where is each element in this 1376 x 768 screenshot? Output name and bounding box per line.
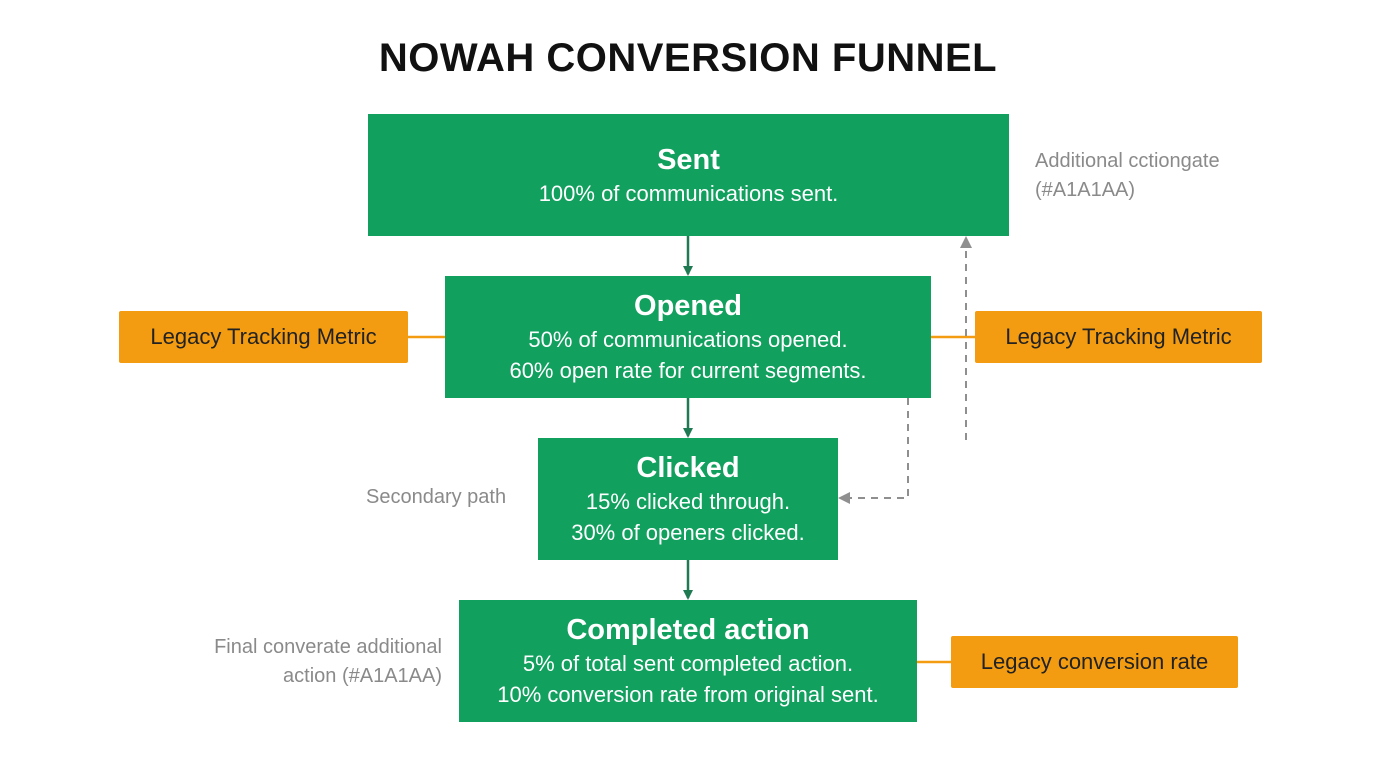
stage-sent-line-1: 100% of communications sent. <box>538 180 839 206</box>
stage-opened-line-2: 60% open rate for current segments. <box>509 358 867 383</box>
legacy-conversion-rate: Legacy conversion rate <box>951 636 1238 688</box>
note-additional-actiongate: Additional cctiongate (#A1A1AA) <box>1035 147 1355 205</box>
note-final-converate: Final converate additional action (#A1A1… <box>160 633 442 691</box>
note-additional-line-2: (#A1A1AA) <box>1035 179 1136 201</box>
stage-clicked-line-2: 30% of openers clicked. <box>571 520 805 545</box>
stage-clicked: Clicked 15% clicked through. 30% of open… <box>538 438 838 560</box>
stage-completed-line-2: 10% conversion rate from original sent. <box>497 682 879 707</box>
stage-opened-title: Opened <box>634 290 742 322</box>
stage-clicked-title: Clicked <box>636 452 740 484</box>
stage-opened: Opened 50% of communications opened. 60%… <box>445 276 931 398</box>
dashed-secondary-path <box>838 398 909 504</box>
legacy-tracking-metric-right: Legacy Tracking Metric <box>975 311 1262 363</box>
stage-completed-action: Completed action 5% of total sent comple… <box>459 600 917 722</box>
stage-opened-line-1: 50% of communications opened. <box>528 327 848 352</box>
page-title: NOWAH CONVERSION FUNNEL <box>378 36 998 80</box>
note-secondary-path: Secondary path <box>366 486 507 508</box>
stage-sent-title: Sent <box>657 143 720 176</box>
stage-completed-line-1: 5% of total sent completed action. <box>522 651 854 676</box>
stage-completed-title: Completed action <box>566 614 810 646</box>
stage-clicked-line-1: 15% clicked through. <box>585 489 791 514</box>
note-final-line-2: action (#A1A1AA) <box>283 665 442 687</box>
note-final-line-1: Final converate additional <box>214 636 442 658</box>
note-additional-line-1: Additional cctiongate <box>1035 150 1220 172</box>
stage-sent: Sent 100% of communications sent. <box>368 114 1009 236</box>
legacy-tracking-metric-left: Legacy Tracking Metric <box>119 311 408 363</box>
